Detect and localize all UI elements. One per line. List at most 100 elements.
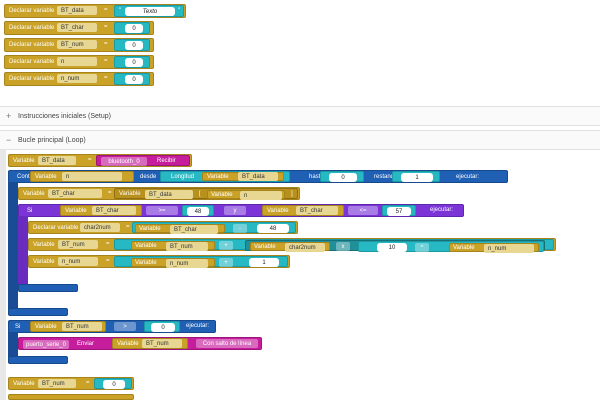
compare-operator-dropdown[interactable]: <= [348, 206, 378, 215]
multiply-block[interactable]: Variable char2num x 10 ^ Variable n_num [245, 240, 545, 253]
compare-operator-dropdown[interactable]: >= [146, 206, 178, 215]
send-label: Enviar [77, 340, 95, 347]
to-value-block[interactable]: 0 [320, 171, 364, 182]
equals-sign: = [104, 24, 108, 30]
serial-port-dropdown[interactable]: puerto_serie_0 [23, 340, 69, 349]
variable-name-field[interactable]: BT_data [57, 6, 97, 15]
number-literal-block[interactable]: 0 [114, 22, 150, 34]
variable-keyword: Variable [35, 173, 57, 180]
number-value[interactable]: 0 [125, 58, 143, 67]
compare-left-value[interactable]: 48 [182, 205, 214, 216]
section-title: Bucle principal (Loop) [18, 136, 86, 144]
newline-mode-dropdown[interactable]: Con salto de línea [196, 339, 258, 348]
subtract-block[interactable]: Variable BT_char - 48 [132, 222, 296, 234]
index-variable-block[interactable]: Variable n [207, 190, 285, 200]
variable-keyword: Variable [135, 242, 157, 249]
declare-label: Declarar variable [9, 8, 55, 14]
variable-name-field[interactable]: BT_char [296, 206, 338, 215]
variable-keyword: Variable [135, 259, 157, 266]
logic-and-dropdown[interactable]: y [224, 206, 246, 215]
collapse-icon[interactable]: − [6, 135, 12, 145]
math-operator-dropdown[interactable]: + [219, 241, 233, 250]
next-block-partial[interactable] [8, 394, 134, 400]
equals-sign: = [104, 58, 108, 64]
setup-section-header[interactable]: + Instrucciones iniciales (Setup) [0, 106, 600, 126]
variable-block[interactable]: Variable n_num [449, 243, 539, 253]
compare-operator-dropdown[interactable]: > [114, 322, 136, 331]
loop-section-header[interactable]: − Bucle principal (Loop) [0, 130, 600, 150]
number-value[interactable]: 0 [329, 173, 357, 182]
variable-name-field[interactable]: BT_char [92, 206, 136, 215]
execute-keyword: ejecutar: [430, 207, 454, 213]
number-value[interactable]: 0 [125, 24, 143, 33]
number-literal-block[interactable]: 0 [114, 73, 150, 85]
number-value[interactable]: 0 [151, 323, 175, 332]
variable-keyword: Variable [139, 225, 161, 232]
variable-name-field[interactable]: BT_char [57, 23, 97, 32]
number-value[interactable]: 48 [187, 207, 209, 216]
variable-name-field[interactable]: BT_char [170, 225, 218, 234]
compare-right-value[interactable]: 0 [144, 321, 180, 332]
variable-name-field[interactable]: n [240, 191, 282, 200]
variable-block[interactable]: Variable n_num [131, 258, 215, 268]
number-value[interactable]: 1 [401, 173, 433, 182]
number-literal-block[interactable]: 0 [114, 56, 150, 68]
math-operator-dropdown[interactable]: - [233, 224, 247, 233]
variable-name-field[interactable]: BT_num [142, 339, 182, 348]
declare-label: Declarar variable [9, 76, 55, 82]
variable-keyword: Variable [33, 258, 55, 265]
variable-name-field[interactable]: char2num [285, 243, 325, 252]
variable-name-field[interactable]: char2num [80, 223, 120, 232]
compare-right-value[interactable]: 57 [382, 205, 416, 216]
bluetooth-port-dropdown[interactable]: bluetooth_0 [101, 157, 147, 166]
math-operator-dropdown[interactable]: + [219, 258, 233, 267]
number-value[interactable]: 10 [377, 243, 407, 252]
loop-scroll-rail [0, 150, 6, 400]
variable-block[interactable]: Variable BT_num [131, 241, 215, 251]
array-index-block[interactable]: Variable BT_data [ Variable n ] [114, 188, 298, 200]
number-value[interactable]: 0 [125, 75, 143, 84]
variable-block[interactable]: Variable BT_char [135, 224, 225, 234]
text-value[interactable]: Texto [125, 7, 175, 16]
variable-name-field[interactable]: n [62, 172, 122, 181]
number-value[interactable]: 48 [257, 224, 289, 233]
bracket-close: ] [291, 190, 293, 197]
power-block[interactable]: 10 ^ Variable n_num [358, 241, 544, 253]
variable-name-field[interactable]: BT_data [145, 190, 193, 199]
expand-icon[interactable]: + [6, 111, 12, 121]
add-block[interactable]: Variable BT_num + Variable char2num x 10… [114, 239, 554, 253]
quote-open-icon: " [119, 8, 122, 14]
number-value[interactable]: 0 [125, 41, 143, 50]
variable-block[interactable]: Variable char2num [250, 242, 330, 252]
number-literal-block[interactable]: 0 [94, 378, 132, 389]
variable-name-field[interactable]: n [57, 57, 97, 66]
variable-name-field[interactable]: BT_data [38, 156, 76, 165]
variable-keyword: Variable [267, 207, 289, 214]
variable-name-field[interactable]: n_num [58, 257, 98, 266]
variable-name-field[interactable]: BT_num [57, 40, 97, 49]
math-operator-dropdown[interactable]: ^ [415, 243, 429, 252]
variable-keyword: Variable [35, 323, 57, 330]
declare-label: Declarar variable [9, 59, 55, 65]
add-block[interactable]: Variable n_num + 1 [114, 256, 288, 268]
variable-name-field[interactable]: n_num [166, 259, 208, 268]
number-literal-block[interactable]: 0 [114, 39, 150, 51]
variable-name-field[interactable]: BT_num [58, 240, 98, 249]
variable-name-field[interactable]: BT_data [238, 172, 278, 181]
variable-name-field[interactable]: BT_num [62, 322, 102, 331]
variable-name-field[interactable]: BT_char [48, 189, 102, 198]
variable-name-field[interactable]: n_num [57, 74, 97, 83]
bluetooth-receive-block[interactable]: bluetooth_0 Recibir [96, 155, 190, 166]
number-value[interactable]: 1 [249, 258, 279, 267]
text-literal-block[interactable]: " Texto " [114, 5, 184, 17]
step-value-block[interactable]: 1 [392, 171, 440, 182]
math-operator-dropdown[interactable]: x [336, 242, 350, 251]
number-value[interactable]: 57 [387, 207, 411, 216]
number-value[interactable]: 0 [103, 380, 125, 389]
variable-keyword: Variable [117, 340, 139, 347]
receive-label: Recibir [157, 157, 176, 164]
if-body-rail [18, 216, 28, 286]
variable-name-field[interactable]: BT_num [38, 379, 76, 388]
variable-name-field[interactable]: BT_num [166, 242, 208, 251]
variable-name-field[interactable]: n_num [484, 244, 534, 253]
